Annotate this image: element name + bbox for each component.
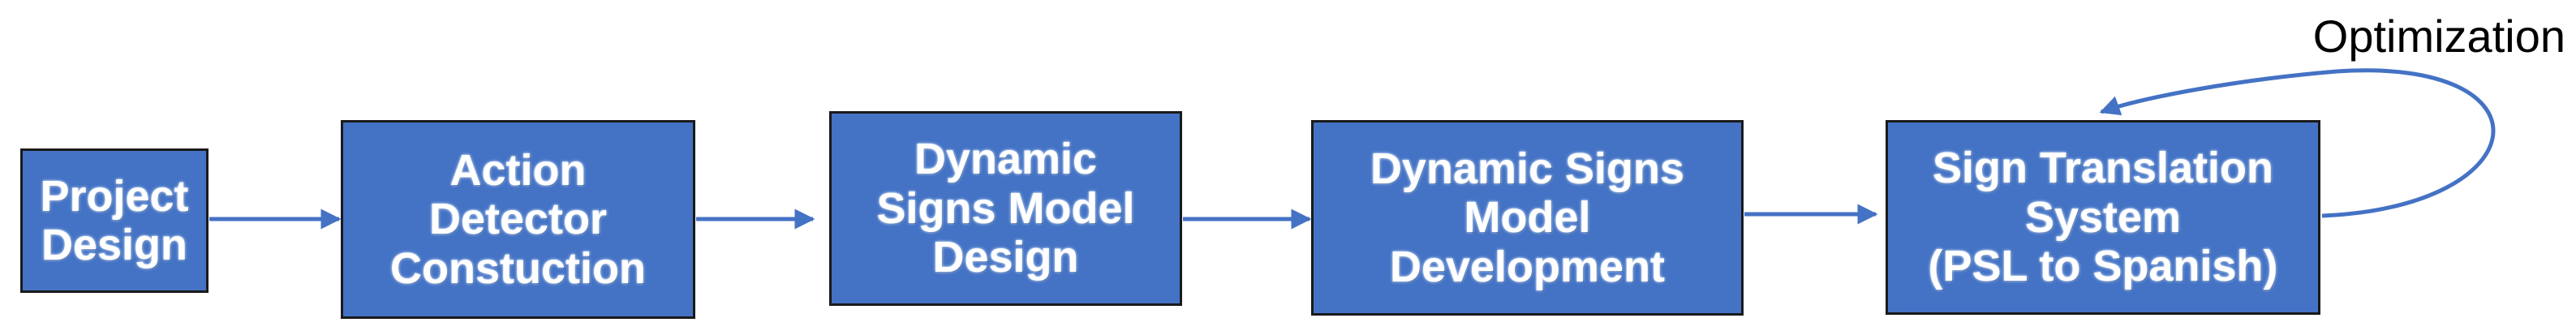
step-action-detector-construction-label: Action Detector Constuction	[390, 145, 646, 293]
step-dynamic-signs-model-design: Dynamic Signs Model Design	[829, 111, 1182, 306]
optimization-loop-arrow	[2099, 68, 2496, 218]
step-dynamic-signs-model-development: Dynamic Signs Model Development	[1311, 120, 1744, 316]
step-sign-translation-system: Sign Translation System (PSL to Spanish)	[1886, 120, 2320, 315]
step-sign-translation-system-label: Sign Translation System (PSL to Spanish)	[1928, 144, 2278, 291]
step-project-design-label: Project Design	[40, 171, 189, 269]
step-action-detector-construction: Action Detector Constuction	[341, 120, 695, 319]
step-dynamic-signs-model-development-label: Dynamic Signs Model Development	[1370, 144, 1685, 291]
optimization-label: Optimization	[2312, 11, 2565, 62]
step-dynamic-signs-model-design-label: Dynamic Signs Model Design	[876, 135, 1135, 282]
step-project-design: Project Design	[20, 148, 209, 293]
